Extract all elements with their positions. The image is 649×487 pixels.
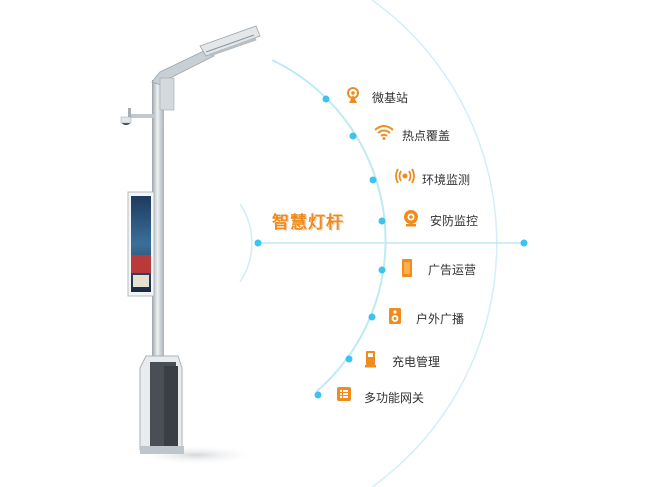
feature-label: 热点覆盖 bbox=[402, 128, 451, 143]
dot-feature-6 bbox=[368, 313, 376, 321]
radio-wave-icon bbox=[394, 168, 415, 189]
feature-label: 微基站 bbox=[372, 90, 409, 105]
wifi-icon bbox=[374, 125, 394, 145]
dot-axis-left bbox=[254, 239, 262, 247]
feature-label: 户外广播 bbox=[416, 311, 465, 326]
feature-outdoor-broadcast: 户外广播 bbox=[388, 307, 464, 329]
dot-feature-1 bbox=[322, 95, 330, 103]
feature-label: 多功能网关 bbox=[364, 390, 425, 405]
middle-arc bbox=[271, 59, 387, 393]
speaker-icon bbox=[388, 308, 408, 328]
feature-security-surveillance: 安防监控 bbox=[402, 209, 478, 231]
feature-label: 广告运营 bbox=[428, 262, 477, 277]
feature-advertising-operation: 广告运营 bbox=[400, 258, 476, 280]
dot-feature-5 bbox=[378, 266, 386, 274]
dot-feature-3 bbox=[369, 176, 377, 184]
dot-feature-8 bbox=[314, 391, 322, 399]
dot-feature-4 bbox=[378, 217, 386, 225]
feature-charging-management: 充电管理 bbox=[364, 350, 440, 372]
cell-tower-icon bbox=[344, 87, 364, 107]
dot-feature-7 bbox=[345, 355, 353, 363]
feature-micro-base-station: 微基站 bbox=[344, 86, 408, 108]
feature-multifunction-gateway: 多功能网关 bbox=[336, 386, 424, 408]
charger-icon bbox=[364, 351, 384, 371]
feature-label: 充电管理 bbox=[392, 354, 441, 369]
smart-pole-illustration bbox=[120, 25, 261, 454]
inner-arc bbox=[239, 203, 253, 283]
billboard-icon bbox=[400, 259, 420, 279]
feature-hotspot-coverage: 热点覆盖 bbox=[374, 124, 450, 146]
dot-axis-right bbox=[520, 239, 528, 247]
camera-icon bbox=[402, 210, 422, 230]
gateway-icon bbox=[336, 387, 356, 407]
feature-label: 安防监控 bbox=[430, 213, 479, 228]
dot-feature-2 bbox=[349, 132, 357, 140]
diagram-title: 智慧灯杆 bbox=[272, 213, 344, 233]
connector-dots bbox=[254, 95, 528, 399]
feature-environment-monitoring: 环境监测 bbox=[394, 168, 470, 190]
feature-label: 环境监测 bbox=[422, 172, 471, 187]
